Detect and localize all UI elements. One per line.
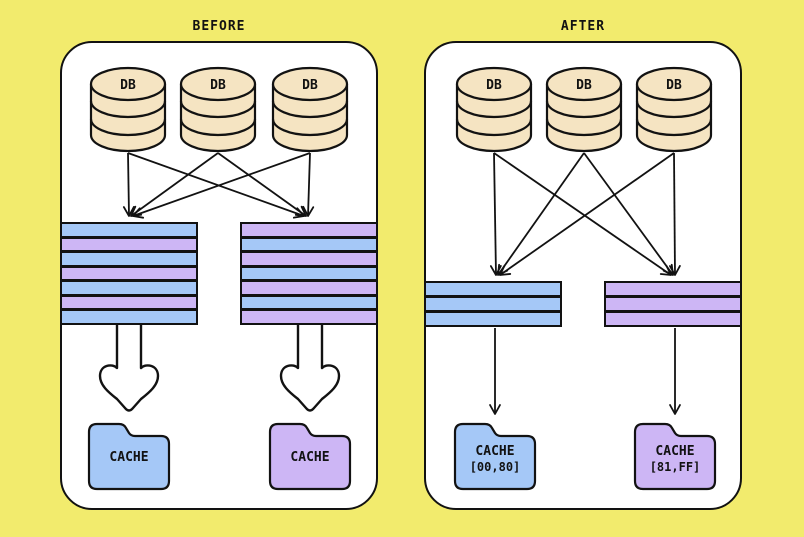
line-db1-queue1 — [122, 152, 135, 217]
after-db-cylinders: DB DB DB — [455, 66, 713, 153]
cache-label: CACHE — [109, 450, 148, 465]
line-db1-queue2 — [493, 152, 672, 276]
queue-stripe — [62, 282, 196, 294]
db-cylinder: DB — [89, 66, 167, 153]
db-cylinder: DB — [271, 66, 349, 153]
line-db3-queue2 — [669, 152, 681, 276]
after-queue-left — [424, 281, 562, 327]
queue-stripe — [62, 238, 196, 251]
cache-folder: CACHE — [87, 422, 171, 491]
queue-stripe — [62, 224, 196, 236]
db-cylinder: DB — [545, 66, 623, 153]
queue-stripe — [426, 313, 560, 325]
db-cylinder: DB — [455, 66, 533, 153]
queue-stripe — [606, 283, 740, 295]
cache-folder: CACHE [00,80] — [453, 422, 537, 491]
cache-range: [00,80] — [470, 460, 521, 474]
db-label: DB — [302, 78, 318, 93]
line-db3-queue1 — [499, 152, 675, 276]
line-db2-queue1 — [497, 152, 585, 276]
after-connection-lines — [489, 152, 681, 276]
queue-stripe — [62, 267, 196, 280]
cache-label: CACHE — [655, 444, 694, 459]
queue-stripe — [242, 282, 376, 294]
db-cylinder: DB — [179, 66, 257, 153]
queue-stripe — [242, 253, 376, 265]
queue-stripe — [242, 267, 376, 280]
queue-stripe — [242, 238, 376, 251]
before-queue-right — [240, 222, 378, 325]
queue-stripe — [62, 311, 196, 324]
line-db2-queue1 — [130, 152, 219, 217]
before-cache-folders: CACHE CACHE — [87, 422, 352, 491]
before-panel: DB DB DB — [60, 41, 378, 510]
cache-folder: CACHE — [268, 422, 352, 491]
after-diagram: DB DB DB — [453, 66, 717, 491]
queue-stripe — [62, 296, 196, 309]
db-label: DB — [576, 78, 592, 93]
db-label: DB — [666, 78, 682, 93]
before-diagram: DB DB DB — [87, 66, 352, 491]
after-title: AFTER — [560, 19, 606, 34]
queue-stripe — [62, 253, 196, 265]
queue-stripe — [242, 224, 376, 236]
after-cache-arrows — [489, 328, 681, 415]
db-label: DB — [210, 78, 226, 93]
before-block-arrows — [98, 320, 341, 412]
before-connection-lines — [122, 152, 315, 219]
line-db3-queue2 — [302, 152, 315, 217]
line-db2-queue2 — [583, 152, 674, 276]
db-cylinder: DB — [635, 66, 713, 153]
line-db3-queue1 — [132, 152, 311, 219]
queue-stripe — [242, 311, 376, 324]
cache-folder: CACHE [81,FF] — [633, 422, 717, 491]
db-label: DB — [486, 78, 502, 93]
queue-stripe — [606, 298, 740, 310]
db-label: DB — [120, 78, 136, 93]
before-db-cylinders: DB DB DB — [89, 66, 349, 153]
line-db1-queue1 — [489, 152, 502, 276]
before-queue-left — [60, 222, 198, 325]
cache-range: [81,FF] — [650, 460, 701, 474]
queue-stripe — [606, 313, 740, 325]
after-cache-folders: CACHE [00,80] CACHE [81,FF] — [453, 422, 717, 491]
after-queue-right — [604, 281, 742, 327]
block-arrow-down — [98, 320, 160, 412]
before-title: BEFORE — [192, 19, 246, 34]
block-arrow-down — [279, 320, 341, 412]
cache-label: CACHE — [290, 450, 329, 465]
queue-stripe — [242, 296, 376, 309]
cache-label: CACHE — [475, 444, 514, 459]
line-db1-queue2 — [127, 152, 305, 219]
queue-stripe — [426, 298, 560, 310]
queue-stripe — [426, 283, 560, 295]
line-db2-queue2 — [217, 152, 307, 217]
after-panel: DB DB DB — [424, 41, 742, 510]
